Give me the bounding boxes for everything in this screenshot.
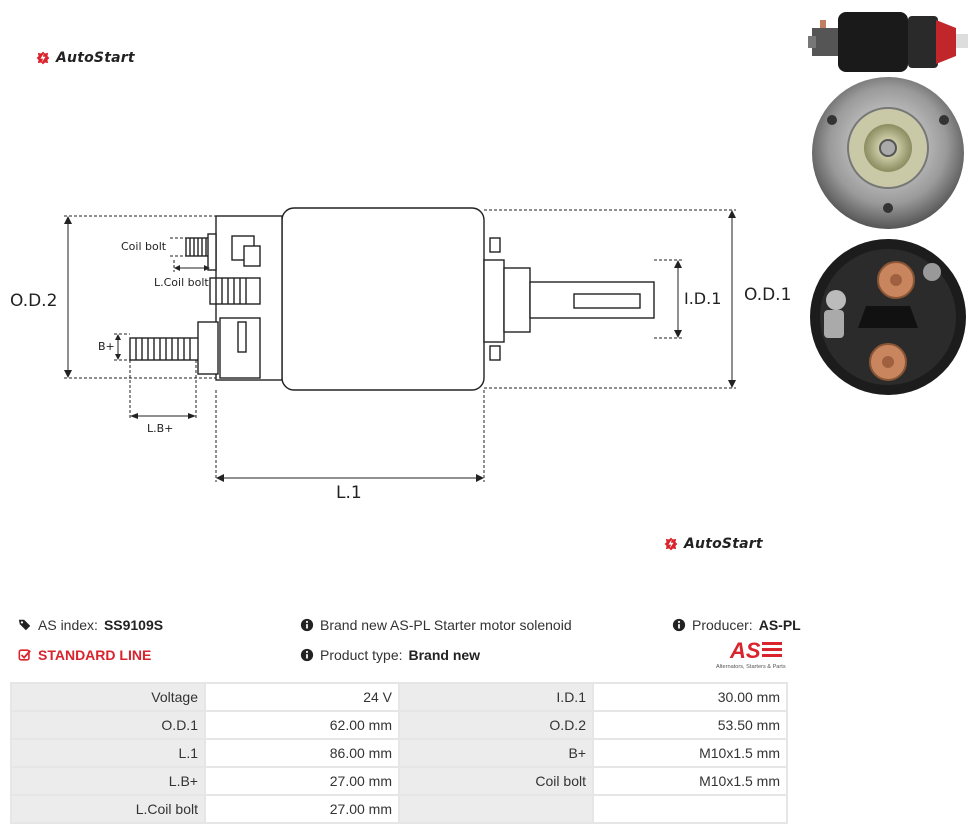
coil-bolt-label: Coil bolt: [121, 240, 167, 253]
producer-label: Producer:: [692, 617, 753, 633]
info-circle-icon: [672, 618, 686, 632]
autostart-logo-text: AutoStart: [684, 536, 763, 552]
as-logo-text: AS: [729, 638, 761, 663]
check-square-icon: [18, 649, 31, 661]
description-text: Brand new AS-PL Starter motor solenoid: [320, 617, 572, 633]
product-type: Product type: Brand new: [300, 647, 480, 663]
as-pl-logo: AS Alternators, Starters & Parts: [716, 638, 786, 670]
table-row: Voltage 24 V I.D.1 30.00 mm: [10, 682, 788, 712]
info-circle-icon: [300, 618, 314, 632]
plunger-boot: [503, 267, 531, 333]
spec-key: I.D.1: [398, 682, 594, 712]
spec-key: O.D.1: [10, 710, 206, 740]
l-coil-bolt-label: L.Coil bolt: [154, 276, 209, 289]
producer: Producer: AS-PL: [672, 617, 801, 633]
spec-value: 62.00 mm: [204, 710, 400, 740]
table-row: L.B+ 27.00 mm Coil bolt M10x1.5 mm: [10, 766, 788, 796]
spec-key: O.D.2: [398, 710, 594, 740]
l1-label: L.1: [336, 483, 362, 503]
dimension-diagram: O.D.2 O.D.1 I.D.1 L.1 L.B+ B+ Coil bolt …: [10, 207, 791, 503]
autostart-logo-icon: [36, 51, 50, 65]
table-row: L.Coil bolt 27.00 mm: [10, 794, 788, 824]
spec-key: L.Coil bolt: [10, 794, 206, 824]
spec-value: 27.00 mm: [204, 766, 400, 796]
product-description: Brand new AS-PL Starter motor solenoid: [300, 617, 572, 633]
tags-icon: [18, 619, 31, 631]
spec-key: [398, 794, 594, 824]
producer-value: AS-PL: [758, 617, 801, 633]
spec-value: 27.00 mm: [204, 794, 400, 824]
spec-key: L.1: [10, 738, 206, 768]
spec-key: L.B+: [10, 766, 206, 796]
standard-line-badge: STANDARD LINE: [18, 647, 151, 663]
product-type-value: Brand new: [408, 647, 481, 663]
spec-value: 53.50 mm: [592, 710, 788, 740]
as-index: AS index: SS9109S: [18, 617, 163, 633]
product-info: AS index: SS9109S Brand new AS-PL Starte…: [18, 612, 801, 674]
photo-front-view[interactable]: [808, 236, 968, 398]
autostart-logo: AutoStart: [664, 536, 763, 552]
as-logo-tagline: Alternators, Starters & Parts: [716, 664, 786, 670]
id1-label: I.D.1: [684, 289, 721, 308]
spec-value: 24 V: [204, 682, 400, 712]
b-plus-label: B+: [98, 340, 115, 353]
table-row: L.1 86.00 mm B+ M10x1.5 mm: [10, 738, 788, 768]
od1-label: O.D.1: [744, 285, 791, 305]
autostart-logo-icon: [664, 537, 678, 551]
standard-line-text: STANDARD LINE: [38, 647, 152, 663]
spec-value: 86.00 mm: [204, 738, 400, 768]
photo-rear-view[interactable]: [808, 76, 968, 230]
autostart-logo: AutoStart: [36, 50, 135, 66]
as-index-value: SS9109S: [103, 617, 164, 633]
solenoid-body: [281, 207, 485, 391]
photo-side-view[interactable]: [808, 6, 970, 74]
coil-terminal: [209, 277, 261, 305]
spec-key: Voltage: [10, 682, 206, 712]
spec-value: [592, 794, 788, 824]
lb-label: L.B+: [147, 422, 173, 435]
spec-value: M10x1.5 mm: [592, 738, 788, 768]
table-row: O.D.1 62.00 mm O.D.2 53.50 mm: [10, 710, 788, 740]
spec-value: M10x1.5 mm: [592, 766, 788, 796]
as-index-label: AS index:: [38, 617, 98, 633]
info-circle-icon: [300, 648, 314, 662]
autostart-logo-text: AutoStart: [56, 50, 135, 66]
spec-key: B+: [398, 738, 594, 768]
od2-label: O.D.2: [10, 291, 57, 311]
product-type-label: Product type:: [320, 647, 403, 663]
spec-key: Coil bolt: [398, 766, 594, 796]
specs-table: Voltage 24 V I.D.1 30.00 mm O.D.1 62.00 …: [10, 682, 788, 824]
spec-value: 30.00 mm: [592, 682, 788, 712]
